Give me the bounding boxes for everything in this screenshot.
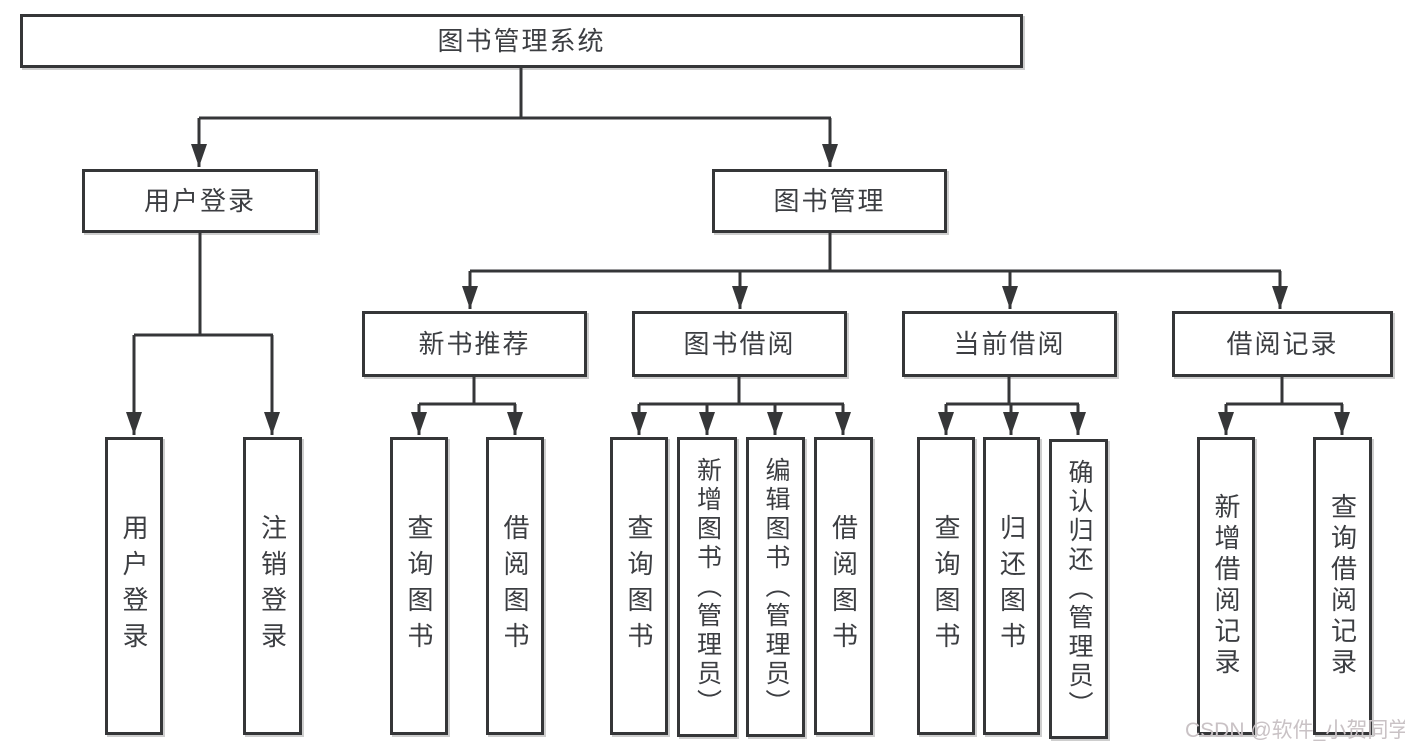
- connector-root-to-level2: [191, 68, 838, 167]
- node-borrow-records: 借阅记录: [1172, 311, 1393, 377]
- connector-current-borrow-to-leaves: [938, 377, 1086, 435]
- connector-book-borrow-to-leaves: [631, 377, 851, 435]
- node-book-management: 图书管理: [712, 169, 947, 233]
- node-bb-query-books-label: 查询图书: [624, 514, 654, 658]
- connector-new-book-recommend-to-leaves: [411, 377, 523, 435]
- node-cb-return-books-label: 归还图书: [996, 514, 1027, 658]
- node-new-book-recommend: 新书推荐: [362, 311, 587, 377]
- node-nb-query-books-label: 查询图书: [404, 514, 434, 658]
- node-new-book-recommend-label: 新书推荐: [418, 329, 531, 359]
- node-br-query-record: 查询借阅记录: [1313, 437, 1372, 735]
- node-root: 图书管理系统: [20, 14, 1023, 68]
- node-book-borrow-label: 图书借阅: [683, 329, 796, 359]
- node-br-query-record-label: 查询借阅记录: [1327, 493, 1358, 679]
- node-nb-borrow-books-label: 借阅图书: [500, 514, 530, 658]
- node-user-login-leaf: 用户登录: [105, 437, 163, 735]
- node-nb-borrow-books: 借阅图书: [486, 437, 544, 735]
- connector-user-login-to-leaves: [126, 233, 280, 435]
- node-user-login: 用户登录: [82, 169, 318, 233]
- connector-borrow-records-to-leaves: [1218, 377, 1350, 435]
- node-cb-query-books: 查询图书: [917, 437, 975, 735]
- node-book-borrow: 图书借阅: [632, 311, 847, 377]
- node-root-label: 图书管理系统: [437, 26, 606, 56]
- node-current-borrow-label: 当前借阅: [953, 329, 1066, 359]
- node-br-add-record: 新增借阅记录: [1197, 437, 1255, 735]
- node-cb-confirm-return-admin: 确认归还（管理员）: [1049, 439, 1108, 739]
- node-br-add-record-label: 新增借阅记录: [1211, 493, 1241, 679]
- csdn-watermark: CSDN @软件_小贺同学: [1185, 719, 1405, 742]
- node-logout-leaf-label: 注销登录: [257, 514, 288, 658]
- node-logout-leaf: 注销登录: [243, 437, 302, 735]
- node-user-login-label: 用户登录: [143, 186, 256, 216]
- node-borrow-records-label: 借阅记录: [1226, 329, 1339, 359]
- node-cb-return-books: 归还图书: [983, 437, 1040, 735]
- node-bb-borrow-books-label: 借阅图书: [828, 514, 859, 658]
- node-book-management-label: 图书管理: [773, 186, 886, 216]
- node-bb-add-books-admin-label: 新增图书（管理员）: [693, 456, 722, 718]
- node-bb-add-books-admin: 新增图书（管理员）: [677, 437, 737, 737]
- connector-book-management-to-level3: [462, 233, 1288, 309]
- node-cb-query-books-label: 查询图书: [931, 514, 961, 658]
- node-cb-confirm-return-admin-label: 确认归还（管理员）: [1065, 458, 1093, 720]
- node-bb-edit-books-admin-label: 编辑图书（管理员）: [762, 456, 790, 718]
- node-bb-query-books: 查询图书: [610, 437, 668, 735]
- node-bb-edit-books-admin: 编辑图书（管理员）: [746, 437, 805, 737]
- node-user-login-leaf-label: 用户登录: [119, 514, 149, 658]
- node-bb-borrow-books: 借阅图书: [814, 437, 873, 735]
- node-nb-query-books: 查询图书: [390, 437, 448, 735]
- node-current-borrow: 当前借阅: [902, 311, 1117, 377]
